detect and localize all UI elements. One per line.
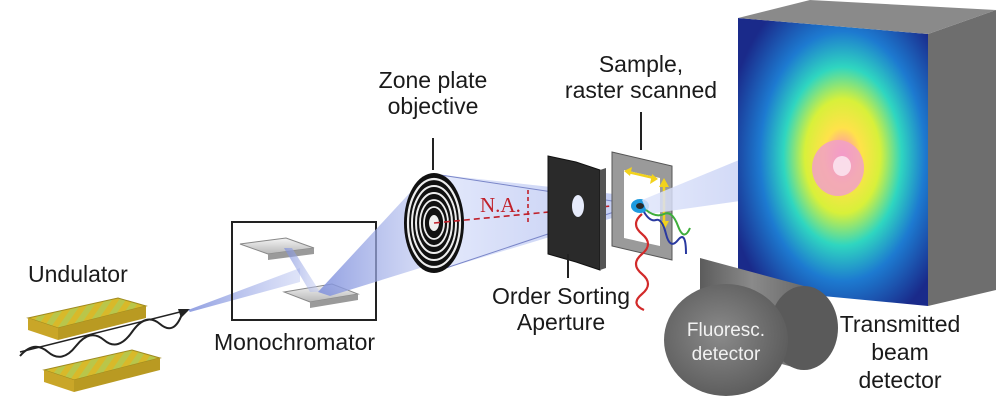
zone-plate-label-line2: objective (388, 93, 479, 119)
sample-label-line2: raster scanned (565, 77, 717, 103)
undulator-icon (19, 297, 190, 392)
fluoresc-detector-label-line1: Fluoresc. (687, 320, 765, 341)
transmitted-label-line2: beam (871, 339, 929, 365)
sample-frame-icon (611, 151, 673, 261)
transmitted-detector-icon (738, 0, 996, 306)
fluoresc-detector-label-line2: detector (692, 344, 761, 365)
fluorescence-detector-icon (664, 258, 838, 396)
fluorescence-emission-icon (634, 209, 691, 312)
na-label: N.A. (480, 193, 521, 217)
order-sorting-aperture-icon (547, 155, 606, 271)
order-sorting-label-line1: Order Sorting (492, 283, 630, 309)
undulator-label: Undulator (28, 261, 128, 287)
monochromator-label: Monochromator (214, 329, 375, 355)
order-sorting-label-line2: Aperture (517, 309, 605, 335)
transmitted-label-line1: Transmitted (840, 311, 961, 337)
scan-arrow-horizontal (627, 170, 655, 180)
incident-beam (188, 268, 300, 312)
transmitted-label-line3: detector (858, 367, 941, 393)
zone-plate-label-line1: Zone plate (379, 67, 488, 93)
sample-label-line1: Sample, (599, 51, 683, 77)
